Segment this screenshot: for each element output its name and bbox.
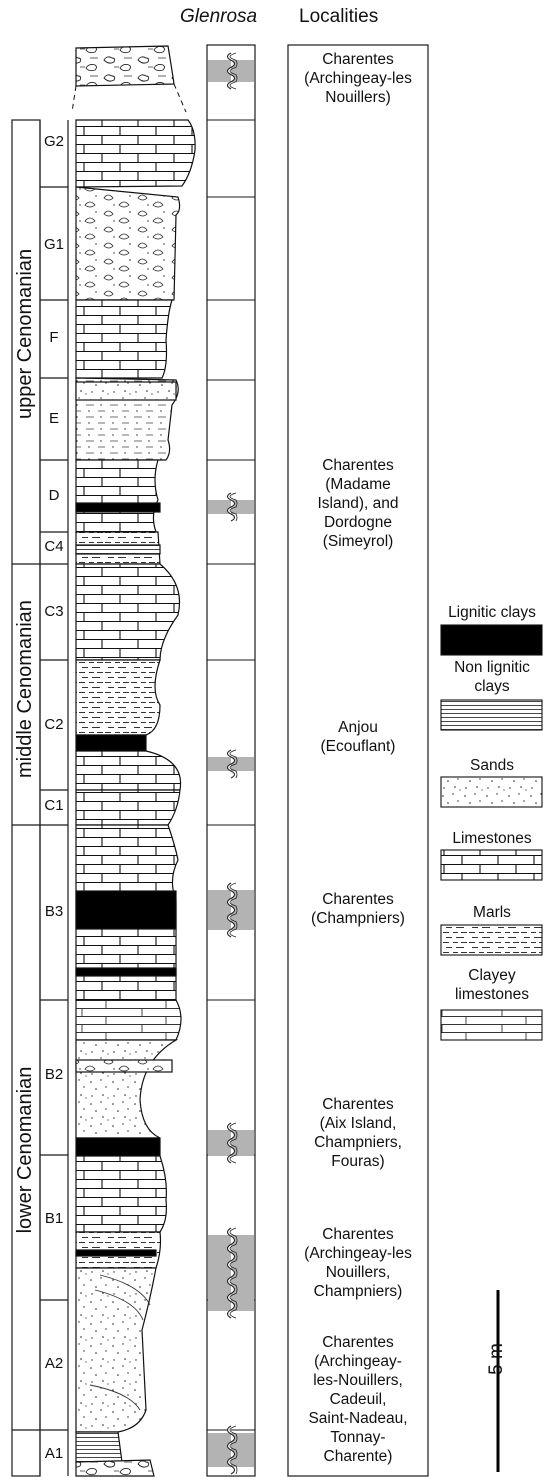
a2-sand-bed	[76, 1268, 156, 1432]
legend-swatch-lignitic	[441, 625, 542, 655]
unit-label: C1	[40, 797, 68, 814]
legend-label-lignitic: Lignitic clays	[432, 603, 547, 622]
unit-label: D	[40, 487, 68, 504]
b2-sand-bed	[76, 1040, 176, 1138]
legend-swatch-clayey	[441, 1010, 542, 1040]
unit-label: F	[40, 329, 68, 346]
a1-basal-cobbles	[76, 1460, 154, 1476]
locality-entry: Anjou (Ecouflant)	[288, 718, 428, 756]
b1-limestone-bed	[76, 1156, 166, 1232]
c2-lignite-layer	[76, 735, 146, 751]
unit-label: C3	[40, 603, 68, 620]
b3-lower-limestone-bed	[76, 790, 180, 825]
b3-lignite-layer	[76, 891, 176, 929]
legend-swatch-marl	[441, 925, 542, 955]
localities-header: Localities	[299, 6, 378, 28]
lithologic-column	[72, 46, 195, 1476]
unit-label: B1	[40, 1210, 68, 1227]
unit-label: C4	[40, 538, 68, 555]
c3-limestone-bed	[76, 564, 180, 660]
stage-lower-cenomanian: lower Cenomanian	[14, 1060, 38, 1240]
c1-limestone-bed	[76, 751, 181, 790]
stage-middle-cenomanian: middle Cenomanian	[14, 612, 38, 778]
f-limestone-bed	[76, 300, 172, 378]
d-limestone-bed	[76, 460, 158, 532]
locality-entry: Charentes (Archingeay-les Nouillers, Cha…	[288, 1225, 428, 1301]
legend-label-marl: Marls	[432, 903, 547, 922]
locality-entry: Charentes (Champniers)	[288, 890, 428, 928]
b2-lignite-layer	[76, 1138, 160, 1156]
legend-swatch-limestone	[441, 850, 542, 880]
stage-upper-cenomanian: upper Cenomanian	[14, 267, 38, 419]
b2-clayey-limestone-bed	[76, 1000, 181, 1040]
scale-bar-label: 5 m	[486, 1329, 508, 1389]
c2-marl-bed	[76, 660, 160, 735]
unit-label: B2	[40, 1066, 68, 1083]
glenrosa-header: Glenrosa	[180, 6, 257, 28]
legend-label-clayey: Clayey limestones	[432, 966, 547, 1004]
g1-sandy-nodular-bed	[76, 187, 180, 300]
legend-swatch-sand	[441, 777, 542, 807]
locality-entry: Charentes (Madame Island), and Dordogne …	[288, 456, 428, 551]
unit-label: E	[40, 410, 68, 427]
unit-label: A2	[40, 1355, 68, 1372]
locality-entry: Charentes (Aix Island, Champniers, Foura…	[288, 1095, 428, 1171]
top-conglomerate-bed	[76, 46, 174, 86]
b3-lignite-layer-thin	[76, 968, 176, 976]
unit-label: G2	[40, 133, 68, 150]
legend-label-clay: Non lignitic clays	[432, 658, 547, 696]
unit-label: A1	[40, 1445, 68, 1462]
unit-label: G1	[40, 236, 68, 253]
unit-label: C2	[40, 716, 68, 733]
g2-limestone-bed	[76, 120, 195, 187]
glenrosa-occurrence-column	[207, 45, 255, 1476]
a1-clay-bed	[76, 1432, 122, 1462]
legend-swatch-clay	[441, 700, 542, 730]
locality-entry: Charentes (Archingeay- les-Nouillers, Ca…	[288, 1333, 428, 1466]
locality-entry: Charentes (Archingeay-les Nouillers)	[288, 50, 428, 107]
d-lignite-layer	[76, 503, 160, 512]
legend-label-limestone: Limestones	[432, 829, 547, 848]
unit-label: B3	[40, 903, 68, 920]
legend-label-sand: Sands	[432, 756, 547, 775]
